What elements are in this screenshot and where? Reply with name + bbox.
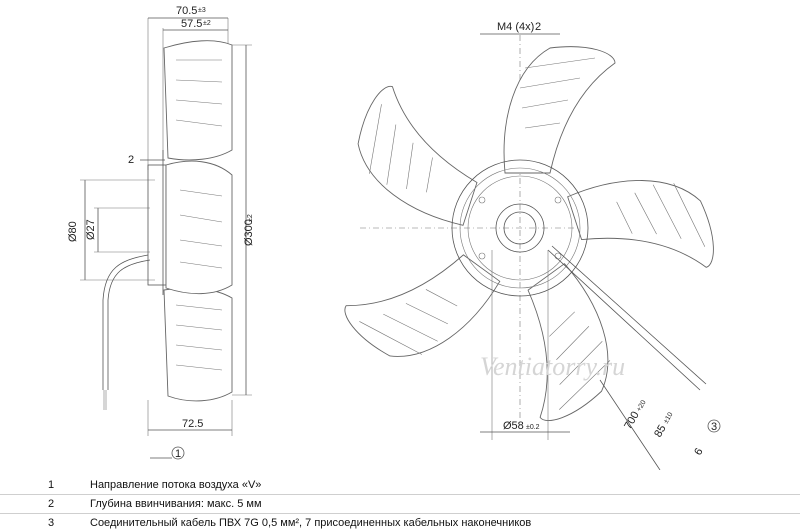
legend-row: 3 Соединительный кабель ПВХ 7G 0,5 мм², … <box>0 513 800 532</box>
front-view: M4 (4x) 2 Ø58 ±0.2 700 +20 85 ±10 6 3 <box>344 21 721 470</box>
dim-700: 700 <box>622 410 642 432</box>
legend-text: Глубина ввинчивания: макс. 5 мм <box>90 498 262 510</box>
legend-text: Направление потока воздуха «V» <box>90 479 262 491</box>
dim-85: 85 <box>652 423 669 440</box>
svg-text:±2: ±2 <box>203 20 211 27</box>
dim-dia-58: Ø58 <box>503 420 524 432</box>
hub-outer <box>451 159 589 297</box>
dim-70-5: 70.5 <box>176 5 197 17</box>
svg-text:±0.2: ±0.2 <box>526 424 540 431</box>
legend-text: Соединительный кабель ПВХ 7G 0,5 мм², 7 … <box>90 517 532 529</box>
svg-text:±2: ±2 <box>247 214 254 222</box>
dim-57-5: 57.5 <box>181 18 202 30</box>
legend-row: 1 Направление потока воздуха «V» <box>0 476 800 494</box>
dim-6: 6 <box>692 446 705 457</box>
svg-text:+20: +20 <box>636 399 648 413</box>
dim-dia-27: Ø27 <box>85 219 97 240</box>
ref-2: 2 <box>535 21 541 33</box>
legend-num: 2 <box>48 498 55 510</box>
ref-1: 1 <box>175 448 181 460</box>
dim-m4: M4 (4x) <box>497 21 534 33</box>
dim-2-depth: 2 <box>128 154 134 166</box>
legend-table: 1 Направление потока воздуха «V» 2 Глуби… <box>0 476 800 532</box>
legend-num: 1 <box>48 479 55 491</box>
svg-text:±3: ±3 <box>198 7 206 14</box>
dim-dia-300: Ø300 <box>243 219 255 246</box>
dim-dia-80: Ø80 <box>67 221 79 242</box>
watermark: Ventiatorry.ru <box>480 352 626 381</box>
legend-row: 2 Глубина ввинчивания: макс. 5 мм <box>0 494 800 513</box>
blade-1 <box>503 46 616 174</box>
side-view: 70.5 ±3 57.5 ±2 2 Ø80 Ø27 Ø <box>67 5 255 460</box>
fan-technical-drawing: 70.5 ±3 57.5 ±2 2 Ø80 Ø27 Ø <box>67 5 721 470</box>
dim-72-5: 72.5 <box>182 418 203 430</box>
ref-3: 3 <box>711 421 717 433</box>
svg-text:±10: ±10 <box>663 411 675 425</box>
legend-num: 3 <box>48 517 55 529</box>
